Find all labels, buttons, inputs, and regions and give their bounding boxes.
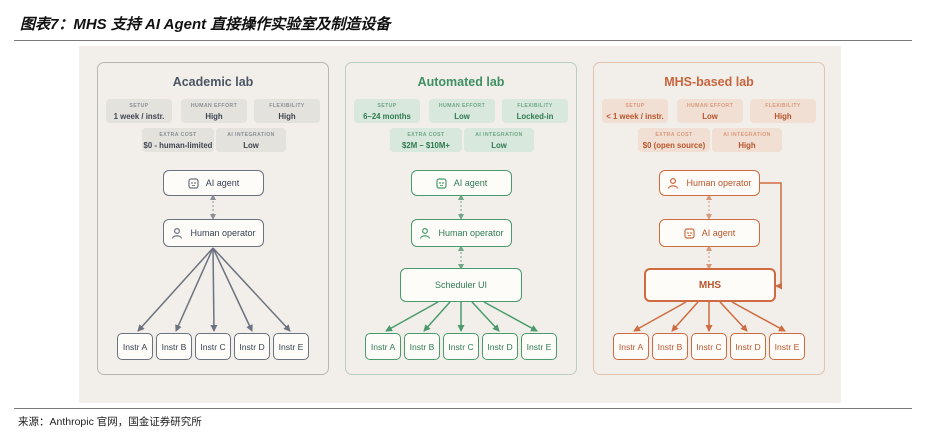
lab-title: MHS-based lab	[664, 75, 754, 89]
academic-instr-c: Instr C	[195, 333, 231, 360]
automated-human-operator-node: Human operator	[411, 219, 512, 247]
bottom-divider	[14, 408, 912, 409]
lab-title: Automated lab	[417, 75, 505, 89]
automated-instr-e: Instr E	[521, 333, 557, 360]
mhs-instr-c: Instr C	[691, 333, 727, 360]
academic-instr-b: Instr B	[156, 333, 192, 360]
source-note: 来源：Anthropic 官网，国金证券研究所	[18, 416, 202, 428]
mhs-instr-e: Instr E	[769, 333, 805, 360]
automated-fanout-arrows	[385, 301, 538, 332]
mhs-instr-d: Instr D	[730, 333, 766, 360]
person-icon	[419, 227, 431, 239]
academic-ai-agent-node: AI agent	[163, 170, 264, 196]
automated-instr-d: Instr D	[482, 333, 518, 360]
person-icon	[171, 227, 183, 239]
stat-extra-cost: EXTRA COST$0 (open source)	[638, 128, 710, 152]
robot-icon	[684, 227, 695, 239]
stat-extra-cost: EXTRA COST$2M – $10M+	[390, 128, 462, 152]
mhs-ai-agent-node: AI agent	[659, 219, 760, 247]
automated-instr-b: Instr B	[404, 333, 440, 360]
top-divider	[14, 40, 912, 41]
automated-instr-a: Instr A	[365, 333, 401, 360]
robot-icon	[436, 177, 447, 189]
academic-instr-d: Instr D	[234, 333, 270, 360]
stat-extra-cost: EXTRA COST$0 - human-limited	[142, 128, 214, 152]
automated-instr-c: Instr C	[443, 333, 479, 360]
academic-instr-a: Instr A	[117, 333, 153, 360]
figure-title: 图表7：MHS 支持 AI Agent 直接操作实验室及制造设备	[20, 16, 391, 33]
mhs-human-operator-node: Human operator	[659, 170, 760, 196]
mhs-instr-a: Instr A	[613, 333, 649, 360]
mhs-core-node: MHS	[644, 268, 776, 302]
mhs-instr-b: Instr B	[652, 333, 688, 360]
mhs-lab-panel: MHS-based lab SETUP< 1 week / instr. HUM…	[593, 62, 825, 375]
person-icon	[667, 177, 679, 189]
automated-scheduler-ui-node: Scheduler UI	[400, 268, 522, 302]
academic-human-operator-node: Human operator	[163, 219, 264, 247]
automated-ai-agent-node: AI agent	[411, 170, 512, 196]
robot-icon	[188, 177, 199, 189]
lab-title: Academic lab	[172, 75, 254, 89]
mhs-fanout-arrows	[633, 301, 786, 332]
academic-instr-e: Instr E	[273, 333, 309, 360]
stat-setup: SETUP< 1 week / instr.	[602, 99, 668, 123]
academic-fanout-arrows	[137, 247, 291, 332]
